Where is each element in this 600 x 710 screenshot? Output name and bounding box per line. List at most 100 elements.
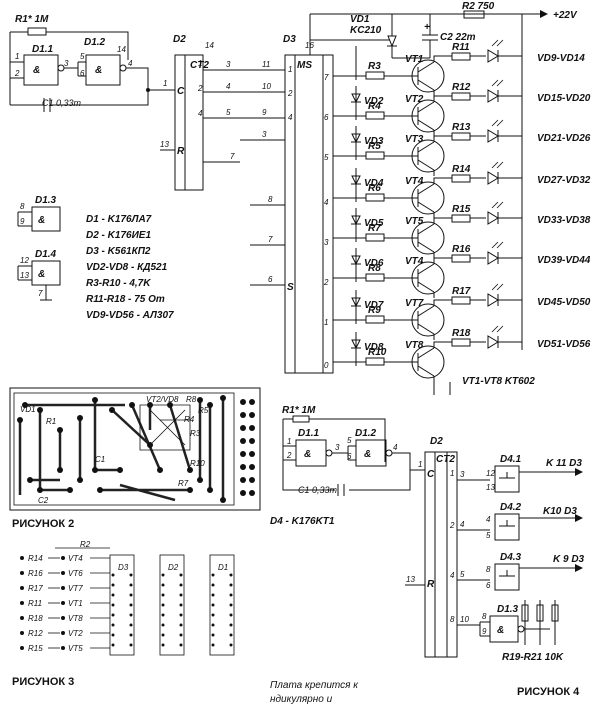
resistor-r13 — [451, 132, 471, 141]
svg-text:5: 5 — [80, 52, 85, 61]
led-icon — [487, 171, 499, 185]
vd1-label: VD1 — [350, 14, 370, 25]
gate-d13-symbol: & — [38, 215, 45, 226]
transistor-label: VT4 — [405, 176, 424, 187]
pad — [167, 402, 173, 408]
d2-label: D2 — [173, 34, 186, 45]
transistor-label: VT8 — [405, 340, 424, 351]
svg-text:8: 8 — [450, 615, 455, 624]
figure-2-caption: РИСУНОК 2 — [12, 518, 74, 530]
fig3-resistor: R14 — [28, 554, 43, 563]
pad — [129, 402, 135, 408]
fig4-d13: D1.3 — [497, 604, 519, 615]
resistor-r18 — [451, 338, 471, 347]
fig3-resistor: R15 — [28, 644, 43, 653]
pad — [67, 487, 73, 493]
led-group-label: VD39-VD44 — [537, 255, 591, 266]
diode-label: VD6 — [364, 258, 384, 269]
fig4-d2-body — [424, 451, 458, 658]
figure-3-caption: РИСУНОК 3 — [12, 676, 74, 688]
svg-text:10: 10 — [262, 82, 271, 91]
svg-text:8: 8 — [20, 202, 25, 211]
svg-text:2: 2 — [197, 84, 203, 93]
fig3-chip — [209, 554, 235, 656]
svg-text:6: 6 — [486, 581, 491, 590]
d3-ms: MS — [297, 60, 312, 71]
pad — [220, 497, 226, 503]
zener-vd1 — [387, 35, 397, 48]
svg-text:4: 4 — [288, 113, 293, 122]
svg-text:5: 5 — [324, 153, 329, 162]
edge-pad — [249, 438, 255, 444]
svg-text:13: 13 — [486, 483, 495, 492]
resistor-r17 — [451, 296, 471, 305]
c1-label: C1 0,33m — [42, 98, 82, 108]
fig4-r: R — [427, 579, 435, 590]
svg-text:1: 1 — [287, 437, 291, 446]
fig2-label: R3 — [190, 429, 201, 438]
svg-text:3: 3 — [64, 59, 69, 68]
legend-item: D1 - K176ЛА7 — [86, 214, 152, 225]
resistor-r16 — [451, 254, 471, 263]
mux-d3: D3 MS 1 2 4 16 8 7 6 S 7 6 5 4 3 2 1 0 — [250, 34, 334, 374]
svg-text:7: 7 — [38, 289, 43, 298]
fig4-d12: D1.2 — [355, 428, 377, 439]
resistor-r14 — [451, 174, 471, 183]
pad — [187, 487, 193, 493]
led-group-label: VD9-VD14 — [537, 53, 585, 64]
svg-text:13: 13 — [160, 140, 169, 149]
svg-text:4: 4 — [450, 571, 455, 580]
led-icon — [487, 293, 499, 307]
led-icon — [487, 129, 499, 143]
resistor-label: R6 — [368, 183, 381, 194]
svg-text:3: 3 — [262, 130, 267, 139]
fig2-label: R10 — [190, 459, 205, 468]
pad — [147, 402, 153, 408]
d3-label: D3 — [283, 34, 296, 45]
resistor-r5 — [365, 151, 385, 160]
d3-body — [284, 54, 334, 374]
fig2-label: R5 — [198, 406, 209, 415]
pad — [77, 477, 83, 483]
resistor-r6 — [365, 193, 385, 202]
fig3-resistor: R16 — [28, 569, 43, 578]
resistor-label: R16 — [452, 244, 471, 255]
fig2-label: R1 — [46, 417, 56, 426]
fig3-transistor: VT2 — [68, 629, 83, 638]
led-group-label: VD51-VD56 — [537, 339, 591, 350]
fig3-transistor: VT7 — [68, 584, 83, 593]
gate-d12-symbol: & — [95, 65, 102, 76]
vt-note: VT1-VT8 KT602 — [462, 376, 535, 387]
pad — [77, 415, 83, 421]
fig4-k10: K10 D3 — [543, 506, 577, 517]
svg-text:6: 6 — [80, 69, 85, 78]
svg-text:3: 3 — [324, 238, 329, 247]
pad — [109, 407, 115, 413]
fig4-resistor-r1 — [292, 415, 310, 423]
fig4-resistor-r21 — [551, 604, 559, 622]
fig2-label: C1 — [95, 455, 105, 464]
d14-label: D1.4 — [35, 249, 57, 260]
svg-text:2: 2 — [323, 278, 329, 287]
edge-pad — [240, 425, 246, 431]
gate-d14-symbol: & — [38, 269, 45, 280]
resistor-label: R4 — [368, 101, 381, 112]
resistor-label: R17 — [452, 286, 471, 297]
svg-text:4: 4 — [460, 520, 465, 529]
fig4-switch-d42 — [494, 513, 520, 541]
diode-label: VD3 — [364, 136, 384, 147]
resistor-r3 — [365, 71, 385, 80]
counter-d2: D2 CT2 C R 14 13 3 4 5 1 2 4 11 10 9 3 7 — [160, 34, 285, 191]
resistor-r9 — [365, 315, 385, 324]
fig4-resistor-r20 — [536, 604, 544, 622]
fig4-switch-d43 — [494, 563, 520, 591]
pad — [57, 467, 63, 473]
driver-channels: R3VT1R11VD9-VD14VD2R4VT2R12VD15-VD20VD3R… — [333, 39, 591, 395]
figure-4-caption: РИСУНОК 4 — [517, 686, 580, 698]
footer-line-1: Плата крепится к — [270, 680, 359, 691]
led-icon — [487, 211, 499, 225]
pad — [117, 467, 123, 473]
